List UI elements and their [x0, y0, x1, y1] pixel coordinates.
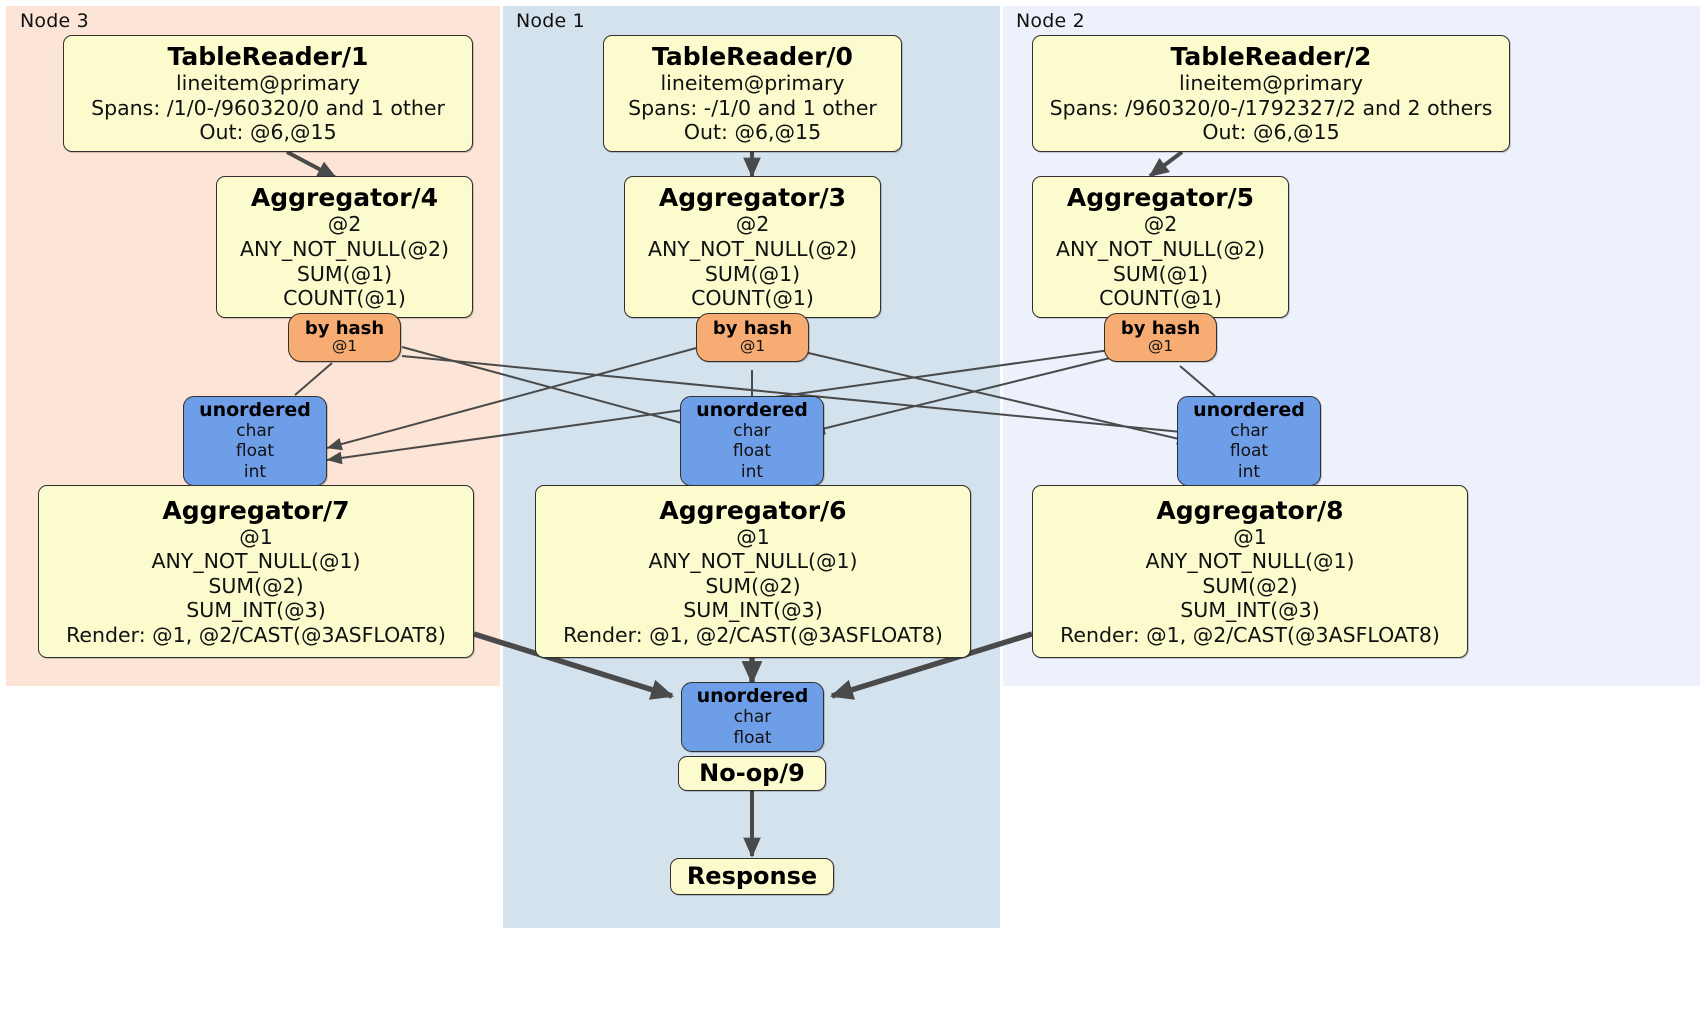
node-title: Aggregator/5	[1066, 183, 1255, 213]
node-group: @2	[1143, 212, 1178, 237]
router-column: @1	[331, 337, 358, 356]
aggregator-7[interactable]: Aggregator/7 @1 ANY_NOT_NULL(@1) SUM(@2)…	[38, 485, 474, 658]
node-title: Aggregator/7	[162, 495, 350, 525]
node-render: Render: @1, @2/CAST(@3ASFLOAT8)	[66, 622, 446, 647]
region-label-node3: Node 3	[20, 10, 89, 32]
node-render: Render: @1, @2/CAST(@3ASFLOAT8)	[1060, 622, 1440, 647]
node-func-2: SUM(@2)	[705, 573, 801, 598]
node-func-2: SUM(@1)	[704, 261, 801, 286]
node-func-1: ANY_NOT_NULL(@2)	[239, 236, 450, 261]
hash-router-4[interactable]: by hash @1	[288, 313, 401, 362]
sync-type-2: float	[733, 727, 772, 748]
node-spans: Spans: -/1/0 and 1 other	[628, 95, 877, 120]
sync-type-1: char	[236, 421, 274, 442]
node-title: TableReader/2	[1170, 42, 1372, 72]
node-func-1: ANY_NOT_NULL(@1)	[648, 549, 858, 574]
sync-title: unordered	[1193, 398, 1305, 421]
no-op-9[interactable]: No-op/9	[678, 756, 826, 791]
sync-type-1: char	[733, 707, 772, 728]
node-func-2: SUM(@1)	[1112, 261, 1209, 286]
table-reader-1[interactable]: TableReader/1 lineitem@primary Spans: /1…	[63, 35, 473, 152]
node-title: Aggregator/4	[250, 183, 439, 213]
node-group: @2	[735, 212, 770, 237]
node-func-1: ANY_NOT_NULL(@1)	[1145, 549, 1355, 574]
node-func-2: SUM(@1)	[296, 261, 393, 286]
node-render: Render: @1, @2/CAST(@3ASFLOAT8)	[563, 622, 943, 647]
table-reader-2[interactable]: TableReader/2 lineitem@primary Spans: /9…	[1032, 35, 1510, 152]
node-out: Out: @6,@15	[1202, 120, 1340, 145]
unordered-sync-8[interactable]: unordered char float int	[1177, 396, 1321, 486]
node-spans: Spans: /1/0-/960320/0 and 1 other	[91, 95, 445, 120]
region-label-node2: Node 2	[1016, 10, 1085, 32]
unordered-sync-6[interactable]: unordered char float int	[680, 396, 824, 486]
router-column: @1	[1147, 337, 1174, 356]
sync-type-3: int	[740, 461, 764, 482]
node-table: lineitem@primary	[175, 71, 361, 96]
node-title: Aggregator/6	[659, 495, 847, 525]
node-out: Out: @6,@15	[683, 120, 822, 145]
node-func-3: SUM_INT(@3)	[186, 598, 326, 623]
sync-type-3: int	[243, 461, 267, 482]
node-func-3: COUNT(@1)	[691, 286, 814, 311]
aggregator-6[interactable]: Aggregator/6 @1 ANY_NOT_NULL(@1) SUM(@2)…	[535, 485, 971, 658]
node-func-1: ANY_NOT_NULL(@2)	[647, 236, 858, 261]
sync-type-1: char	[733, 421, 771, 442]
node-title: Aggregator/8	[1156, 495, 1344, 525]
node-title: No-op/9	[699, 758, 805, 787]
hash-router-3[interactable]: by hash @1	[696, 313, 809, 362]
node-title: Aggregator/3	[658, 183, 847, 213]
sync-type-2: float	[732, 441, 772, 462]
router-title: by hash	[712, 317, 793, 339]
hash-router-5[interactable]: by hash @1	[1104, 313, 1217, 362]
router-title: by hash	[1120, 317, 1201, 339]
sync-title: unordered	[696, 398, 808, 421]
table-reader-0[interactable]: TableReader/0 lineitem@primary Spans: -/…	[603, 35, 902, 152]
node-table: lineitem@primary	[1178, 71, 1364, 96]
node-title: Response	[686, 861, 818, 890]
node-func-3: COUNT(@1)	[1099, 286, 1222, 311]
node-group: @1	[736, 524, 770, 549]
node-func-3: SUM_INT(@3)	[1180, 598, 1320, 623]
node-out: Out: @6,@15	[199, 120, 337, 145]
node-title: TableReader/1	[167, 42, 369, 72]
node-group: @1	[239, 524, 273, 549]
node-table: lineitem@primary	[660, 71, 845, 96]
sync-title: unordered	[696, 684, 809, 707]
node-func-2: SUM(@2)	[208, 573, 304, 598]
aggregator-5[interactable]: Aggregator/5 @2 ANY_NOT_NULL(@2) SUM(@1)…	[1032, 176, 1289, 318]
sync-type-2: float	[235, 441, 275, 462]
unordered-sync-7[interactable]: unordered char float int	[183, 396, 327, 486]
response-node[interactable]: Response	[670, 858, 834, 895]
router-title: by hash	[304, 317, 385, 339]
sync-title: unordered	[199, 398, 311, 421]
node-func-3: COUNT(@1)	[283, 286, 406, 311]
sync-type-1: char	[1230, 421, 1268, 442]
node-func-1: ANY_NOT_NULL(@1)	[151, 549, 361, 574]
node-group: @2	[327, 212, 362, 237]
unordered-sync-final[interactable]: unordered char float	[681, 682, 824, 752]
sync-type-3: int	[1237, 461, 1261, 482]
aggregator-3[interactable]: Aggregator/3 @2 ANY_NOT_NULL(@2) SUM(@1)…	[624, 176, 881, 318]
sync-type-2: float	[1229, 441, 1269, 462]
region-label-node1: Node 1	[516, 10, 585, 32]
aggregator-8[interactable]: Aggregator/8 @1 ANY_NOT_NULL(@1) SUM(@2)…	[1032, 485, 1468, 658]
node-func-2: SUM(@2)	[1202, 573, 1298, 598]
aggregator-4[interactable]: Aggregator/4 @2 ANY_NOT_NULL(@2) SUM(@1)…	[216, 176, 473, 318]
node-group: @1	[1233, 524, 1267, 549]
node-func-1: ANY_NOT_NULL(@2)	[1055, 236, 1266, 261]
node-spans: Spans: /960320/0-/1792327/2 and 2 others	[1049, 95, 1493, 120]
router-column: @1	[739, 337, 766, 356]
node-func-3: SUM_INT(@3)	[683, 598, 823, 623]
node-title: TableReader/0	[652, 42, 853, 72]
